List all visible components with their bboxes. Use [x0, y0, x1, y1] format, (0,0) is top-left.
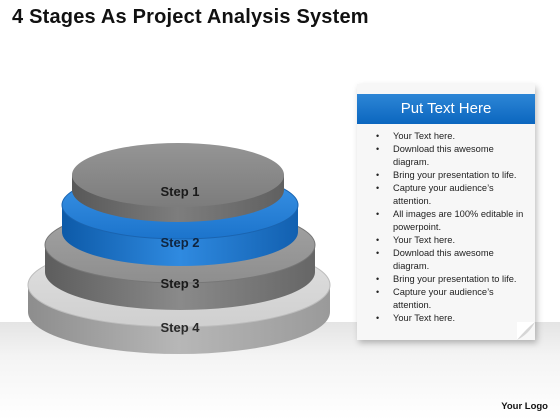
bullet-icon: • [376, 131, 380, 141]
panel-heading: Put Text Here [357, 94, 535, 124]
list-item: •Download this awesome diagram. [376, 248, 494, 271]
bullet-icon: • [376, 183, 380, 193]
bullet-icon: • [376, 274, 380, 284]
bullet-icon: • [376, 144, 380, 154]
slide-title: 4 Stages As Project Analysis System [12, 6, 369, 28]
page-curl-icon [517, 322, 535, 340]
bullet-icon: • [376, 248, 380, 258]
list-item: •Capture your audience’s attention. [376, 287, 494, 310]
step-3-label: Step 3 [160, 276, 199, 291]
bullet-icon: • [376, 287, 380, 297]
step-1-label: Step 1 [160, 184, 199, 199]
disc-step-1 [72, 143, 284, 222]
list-item: •Bring your presentation to life. [376, 170, 517, 180]
list-item: •Your Text here. [376, 313, 456, 323]
bullet-icon: • [376, 209, 380, 219]
list-item: •Your Text here. [376, 131, 456, 141]
step-2-label: Step 2 [160, 235, 199, 250]
logo-text: Your Logo [501, 401, 548, 412]
text-panel: Put Text Here •Your Text here. •Download… [357, 84, 535, 340]
step-4-label: Step 4 [160, 320, 200, 335]
list-item: •All images are 100% editable in powerpo… [376, 209, 524, 232]
list-item: •Bring your presentation to life. [376, 274, 517, 284]
bullet-icon: • [376, 170, 380, 180]
list-item: •Your Text here. [376, 235, 456, 245]
bullet-icon: • [376, 313, 380, 323]
bullet-list: •Your Text here. •Download this awesome … [367, 130, 531, 325]
list-item: •Download this awesome diagram. [376, 144, 494, 167]
bullet-icon: • [376, 235, 380, 245]
list-item: •Capture your audience’s attention. [376, 183, 494, 206]
